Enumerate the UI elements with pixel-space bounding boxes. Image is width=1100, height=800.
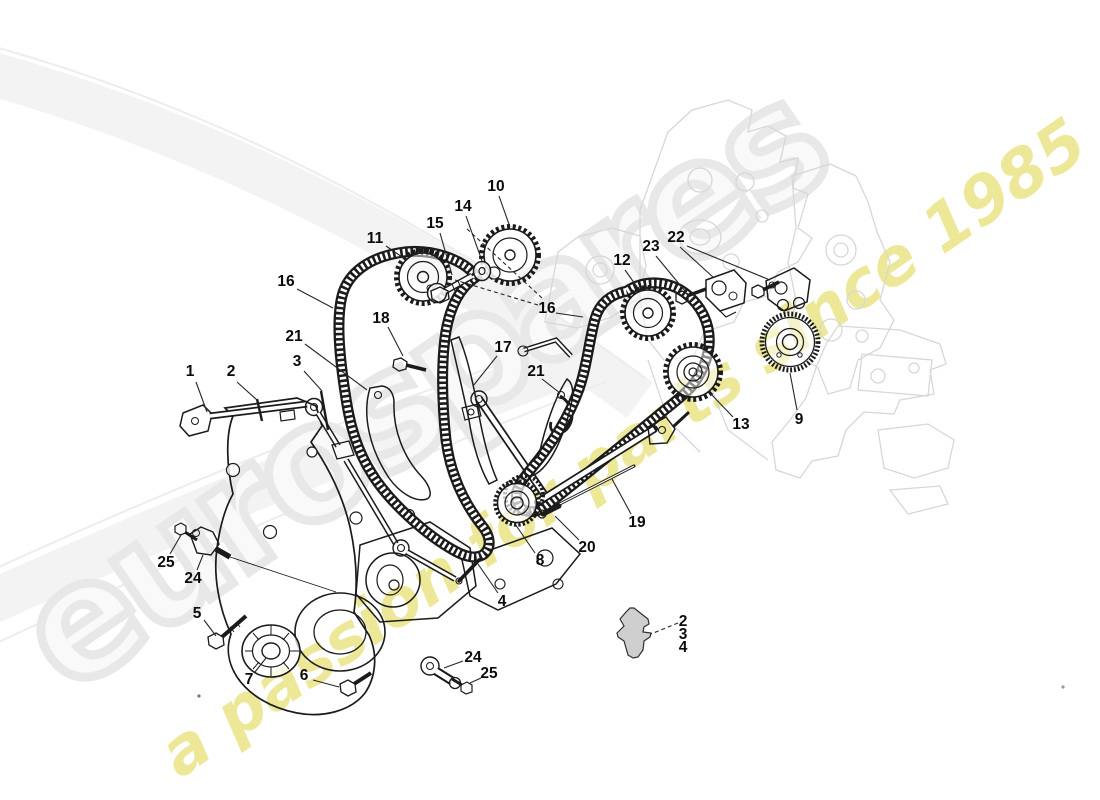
stud-profile-inset (616, 607, 652, 659)
crank-seal (241, 624, 301, 678)
callout-18: 18 (372, 310, 390, 327)
chain-tensioner-23 (675, 269, 747, 318)
speck (197, 694, 201, 698)
callout-22: 22 (667, 229, 685, 246)
bolt-15 (430, 272, 474, 304)
chain-guide-21-left (366, 385, 431, 501)
chain-tensioner-22 (751, 267, 811, 312)
callout-17: 17 (494, 339, 512, 356)
callout-19: 19 (628, 514, 646, 531)
callout-inset-3: 3 (678, 626, 688, 643)
bolt-6 (339, 671, 373, 697)
callout-8: 8 (535, 552, 545, 569)
chain-guide-21-right (524, 377, 574, 477)
crankshaft-sprocket-8 (493, 474, 545, 527)
callout-16-left: 16 (277, 273, 295, 290)
camshaft-sprocket-13 (663, 342, 723, 402)
timing-cover (214, 397, 416, 716)
callout-2: 2 (226, 363, 236, 380)
callout-20: 20 (578, 539, 596, 556)
stud-2 (255, 398, 264, 422)
callout-leader-lines (169, 195, 798, 688)
pin-4 (455, 558, 481, 585)
timing-chain-right (510, 277, 715, 518)
callout-25-left: 25 (157, 554, 175, 571)
callout-inset-2: 2 (678, 613, 688, 630)
callout-25-right: 25 (480, 665, 498, 682)
oil-pump-sprocket-9 (759, 311, 821, 373)
callout-11: 11 (366, 230, 384, 247)
callout-15: 15 (426, 215, 444, 232)
chain-guide-17 (450, 336, 498, 485)
bolt-18 (392, 357, 427, 372)
callout-24-left: 24 (184, 570, 202, 587)
bolt-25-right (451, 677, 473, 695)
callout-1: 1 (185, 363, 195, 380)
chain-tensioner-blade-19 (534, 411, 690, 512)
callout-4: 4 (497, 593, 507, 610)
callout-10: 10 (487, 178, 505, 195)
callout-9: 9 (794, 411, 804, 428)
callout-7: 7 (244, 671, 254, 688)
camshaft-sprocket-11 (394, 248, 452, 306)
washer-14 (472, 260, 492, 282)
crank-sensor-24-left (189, 526, 337, 593)
callout-inset-4: 4 (678, 639, 688, 656)
callout-16-right: 16 (538, 300, 556, 317)
callout-21-right: 21 (527, 363, 545, 380)
callout-5: 5 (192, 605, 202, 622)
callout-3: 3 (292, 353, 302, 370)
callout-21-left: 21 (285, 328, 303, 345)
callout-14: 14 (454, 198, 472, 215)
engine-block-ghost-outline (544, 99, 955, 515)
timing-chain-left (333, 246, 495, 563)
callout-12: 12 (613, 252, 631, 269)
callout-23: 23 (642, 238, 660, 255)
camshaft-sprocket-12 (620, 285, 676, 341)
callout-24-right: 24 (464, 649, 482, 666)
crank-sensor-24-right (420, 656, 462, 690)
callout-6: 6 (299, 667, 309, 684)
bolt-5 (207, 614, 248, 650)
callout-13: 13 (732, 416, 750, 433)
speck (1061, 685, 1065, 689)
stud-3 (319, 390, 330, 431)
pin-20 (537, 503, 562, 519)
